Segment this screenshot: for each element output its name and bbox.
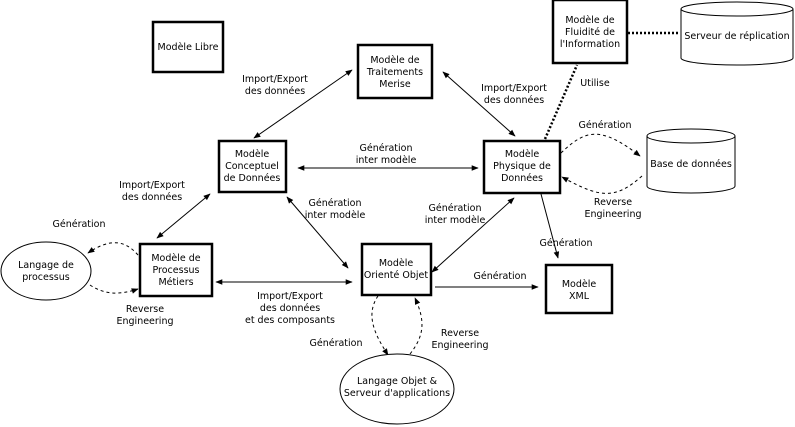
- edge-mcd-mpm[interactable]: [156, 193, 211, 239]
- edge-label-moo-xml: Génération: [474, 271, 527, 282]
- svg-text:Modèle Libre: Modèle Libre: [158, 42, 219, 53]
- node-modele-libre[interactable]: Modèle Libre: [151, 20, 225, 74]
- edge-mpm-lp-generation[interactable]: [87, 242, 139, 256]
- edge-db-mpd-reverse[interactable]: [561, 175, 643, 194]
- edge-label-mpm-lp-generation: Génération: [53, 219, 106, 230]
- edges: [87, 31, 680, 356]
- edge-mpd-db-generation[interactable]: [560, 133, 641, 157]
- node-serveur-replication[interactable]: Serveur de réplication: [680, 1, 794, 66]
- edge-mpd-moo[interactable]: [431, 197, 515, 273]
- edge-label-mpd-db-generation: Génération: [579, 120, 632, 131]
- edge-mtm-mpd[interactable]: [442, 71, 516, 137]
- svg-text:Serveur de réplication: Serveur de réplication: [684, 31, 789, 42]
- node-base-donnees[interactable]: Base de données: [646, 128, 736, 194]
- edge-lo-moo-reverse[interactable]: [409, 297, 423, 355]
- edge-mcd-moo[interactable]: [286, 196, 349, 269]
- svg-text:Langage Objet &Serveur d'appli: Langage Objet &Serveur d'applications: [344, 376, 450, 399]
- edge-label-mfi-mpd: Utilise: [580, 78, 610, 89]
- edge-label-mpd-xml: Génération: [540, 238, 593, 249]
- edge-mcd-mtm[interactable]: [253, 69, 353, 139]
- edge-mfi-mpd[interactable]: [543, 64, 579, 140]
- edge-moo-lo-generation[interactable]: [371, 295, 389, 356]
- edge-lp-mpm-reverse[interactable]: [89, 284, 139, 294]
- edge-mpd-xml[interactable]: [540, 193, 560, 259]
- edge-label-moo-lo-generation: Génération: [310, 338, 363, 349]
- svg-text:Base de données: Base de données: [650, 159, 732, 170]
- node-langage-objet[interactable]: Langage Objet &Serveur d'applications: [339, 353, 455, 425]
